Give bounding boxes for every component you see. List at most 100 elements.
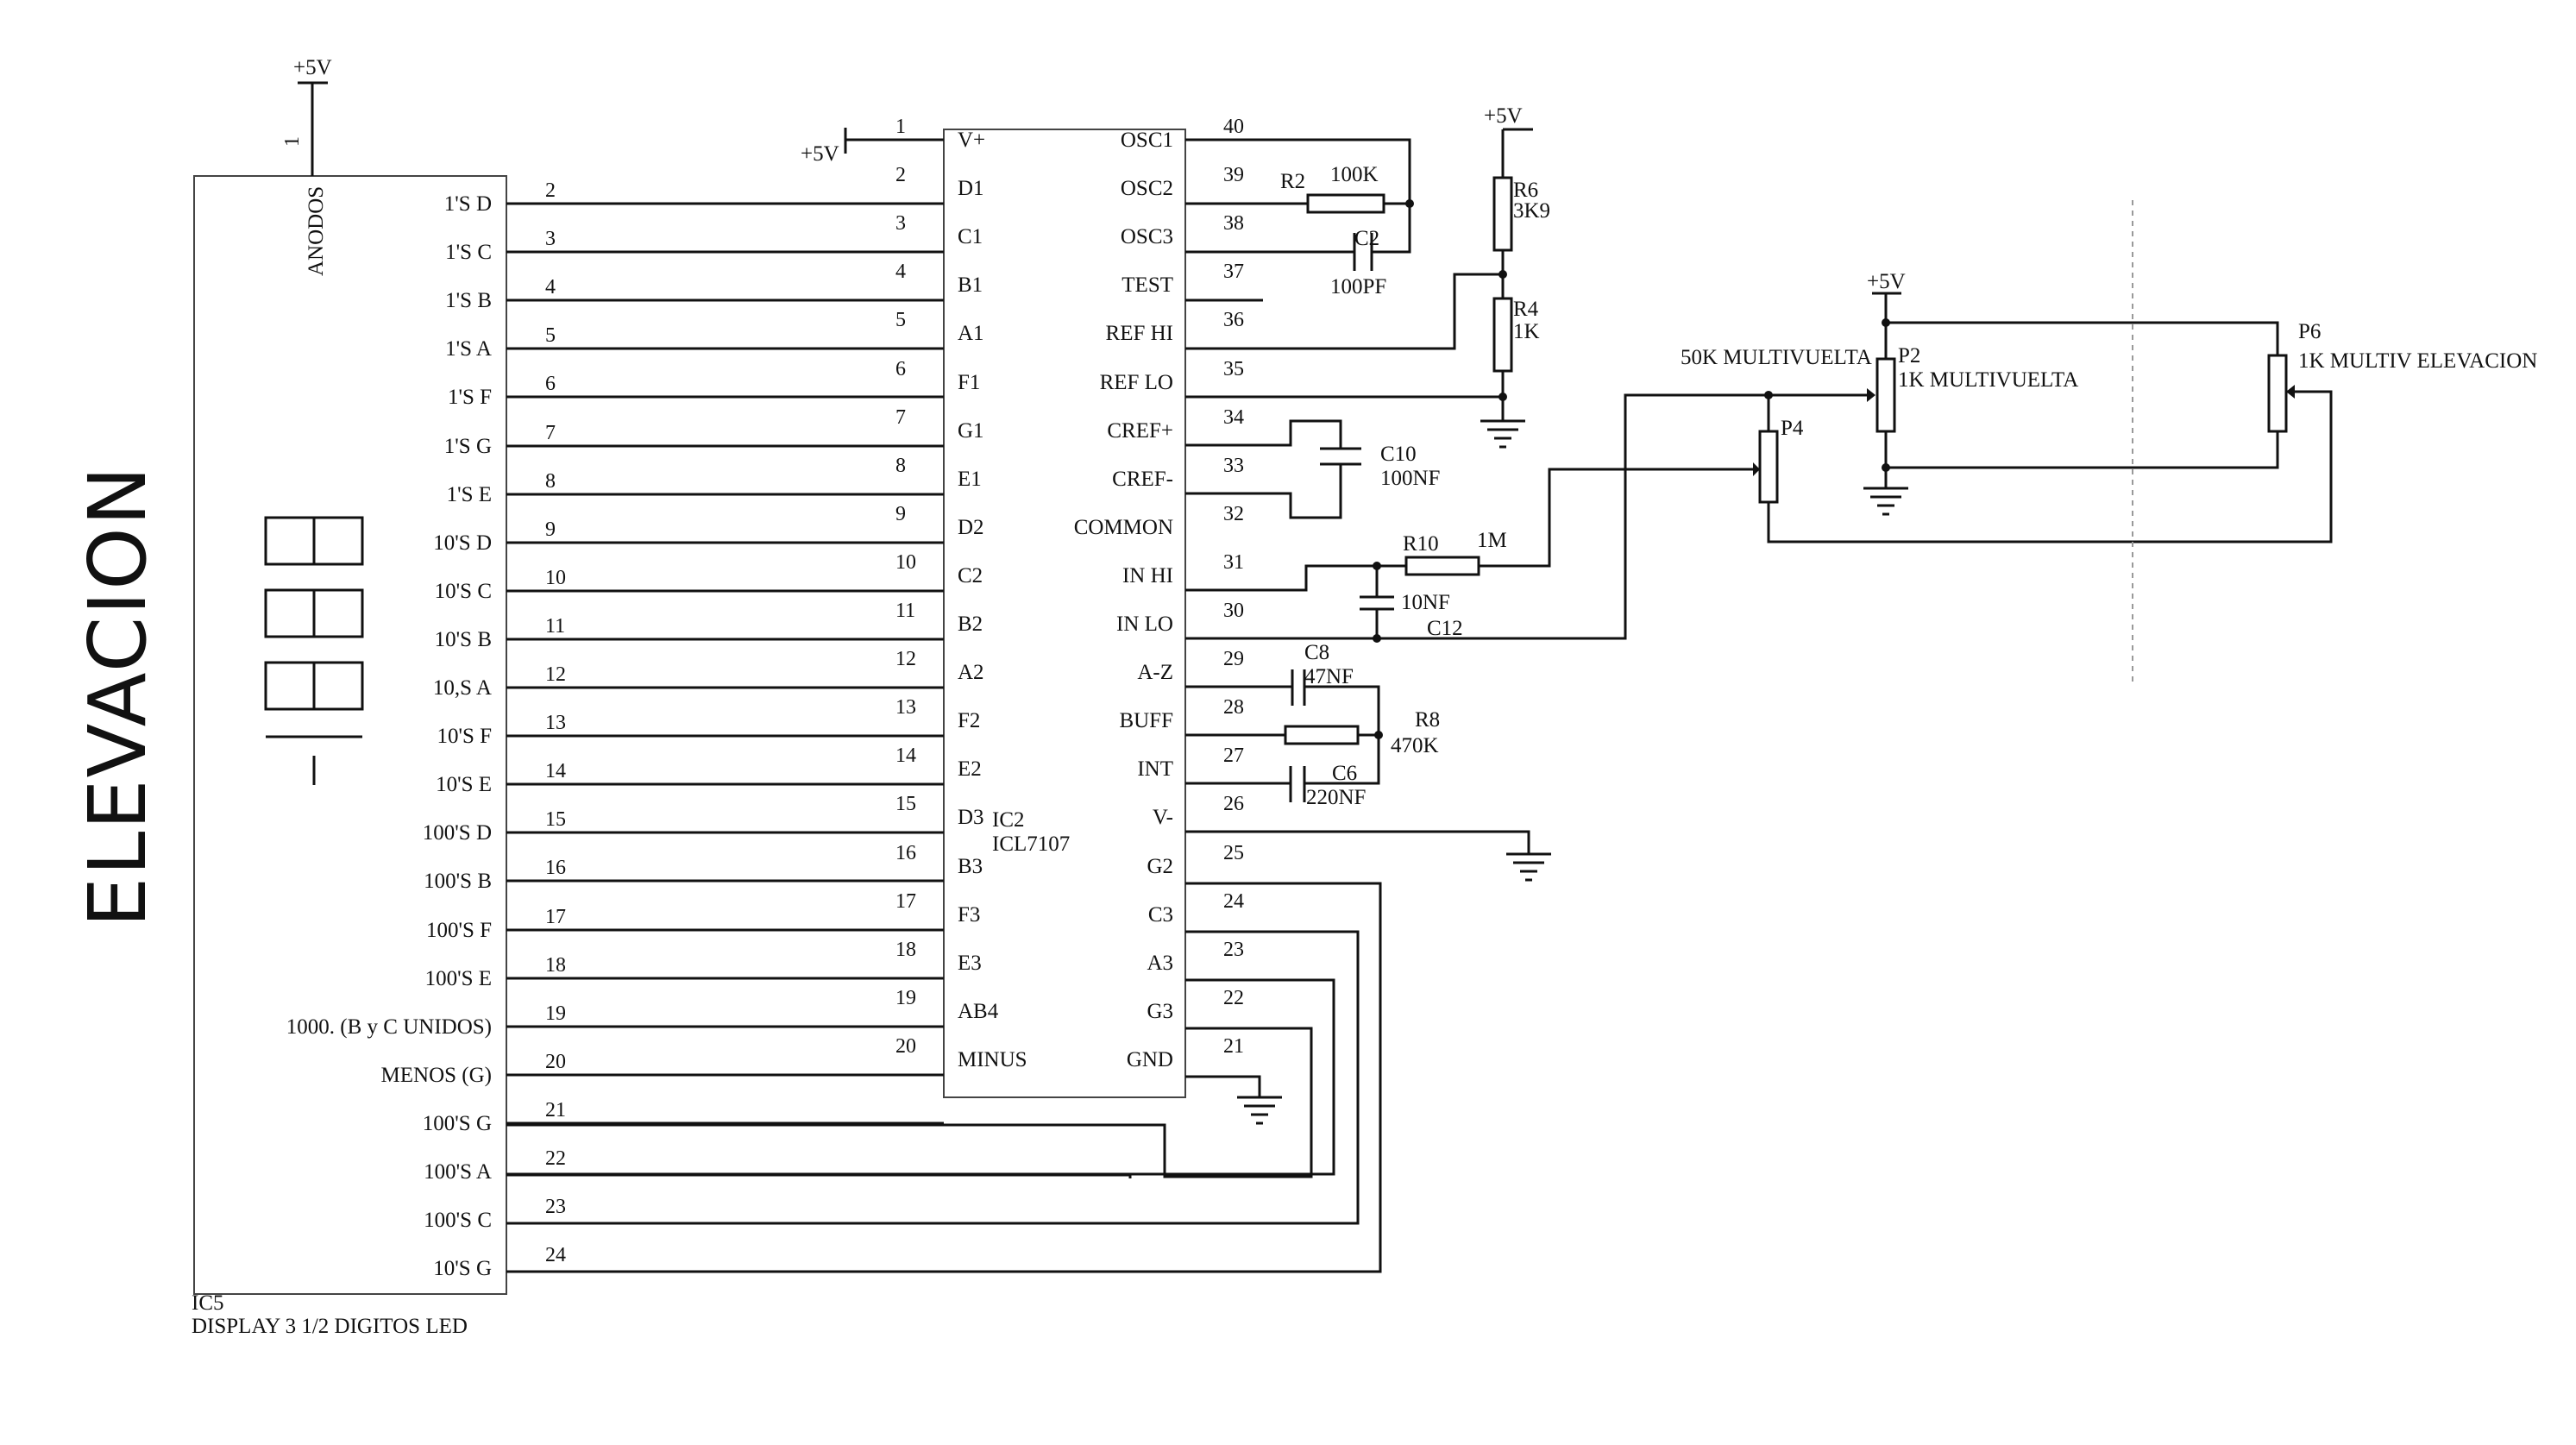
p6-value: 1K MULTIV ELEVACION [2298,349,2537,373]
ic2-right-pin-label: BUFF [1119,709,1173,732]
ic2-left-pin-label: B2 [958,613,983,636]
ic2-left-pin-number: 20 [895,1035,916,1058]
ic5-pin-number: 5 [545,324,556,347]
ic5-pin-number: 7 [545,422,556,444]
ic5-pin-label: 100'S B [424,870,492,893]
r8-value: 470K [1391,734,1439,757]
ic2-right-pin-label: A-Z [1137,661,1173,684]
r6-value: 3K9 [1513,199,1550,223]
ic5-pin-number: 15 [545,808,566,831]
ic2-left-pin-number: 2 [895,164,906,186]
ic2-right-pin-number: 26 [1223,793,1244,815]
r4-ref: R4 [1513,298,1539,321]
c2-value: 100PF [1330,275,1386,298]
ic2-left-pin-number: 6 [895,358,906,380]
ic2-right-pin-label: G2 [1147,855,1173,878]
ic2-right-pin-number: 27 [1223,744,1244,767]
ic5-pin-label: 10'S G [433,1257,492,1280]
ic5-pin-label: 100'S G [423,1112,492,1135]
ic5-ref: IC5 [192,1291,224,1315]
ic2-left-pin-number: 5 [895,309,906,331]
static-wiring: ELEVACION +5V 1 ANODOS IC5 DISPLAY 3 1/2… [72,56,2537,1338]
r2-ref: R2 [1280,170,1305,193]
ic2-left-pin-number: 15 [895,793,916,815]
p2-vcc-label: +5V [1867,270,1906,293]
ic2-left-pin-label: D1 [958,177,984,200]
ic2-right-pin-label: REF LO [1100,371,1173,394]
ic2-body [943,129,1186,1098]
ic2-left-pin-label: V+ [958,129,985,152]
ic2-left-pin-number: 11 [895,600,915,622]
ic5-pin-number: 9 [545,518,556,541]
ic5-pin-label: 100'S E [425,967,492,990]
ic2-left-pin-number: 19 [895,987,916,1009]
ic5-pin-label: 1'S B [445,289,492,312]
r6-vcc-label: +5V [1484,104,1523,128]
ic2-left-pin-number: 18 [895,939,916,961]
ic5-pin-number: 18 [545,954,566,977]
ic2-left-pin-number: 7 [895,406,906,429]
ic2-right-pin-label: V- [1153,806,1173,829]
ic5-pin-label: 10'S C [435,580,492,603]
ic2-left-pin-number: 9 [895,503,906,525]
ic2-right-pin-number: 21 [1223,1035,1244,1058]
ic2-left-pin-label: E3 [958,952,982,975]
p4-ref: P4 [1781,417,1804,440]
ic2-right-pin-label: INT [1137,757,1173,781]
ic2-right-pin-number: 36 [1223,309,1244,331]
ic5-pin-number: 10 [545,567,566,589]
ic5-pin-label: 100'S C [424,1209,492,1232]
ic5-pin-number: 21 [545,1099,566,1121]
ic2-right-pin-label: OSC2 [1121,177,1173,200]
ic2-left-pin-label: B3 [958,855,983,878]
ic5-pin-number: 24 [545,1244,566,1266]
ic5-pin-label: 10,S A [433,676,492,700]
ic2-left-pin-label: C2 [958,564,983,587]
ic2-left-pin-number: 4 [895,261,906,283]
ic5-pin-number: 23 [545,1196,566,1218]
ic2-right-pin-label: G3 [1147,1000,1173,1023]
ic5-pin-label: 100'S A [424,1160,492,1184]
ic2-right-pin-label: C3 [1148,903,1173,927]
ic2-right-pin-label: REF HI [1106,322,1173,345]
ic2-right-pin-label: IN HI [1122,564,1173,587]
c12-ref: C12 [1427,617,1463,640]
p4-value: 50K MULTIVUELTA [1681,346,1872,369]
ic2-left-pin-label: F3 [958,903,980,927]
ic2-left-pin-label: E1 [958,468,982,491]
ic2-name: ICL7107 [992,832,1070,856]
ic2-left-pin-label: MINUS [958,1048,1027,1071]
ic2-left-pin-label: D2 [958,516,984,539]
ic5-name: DISPLAY 3 1/2 DIGITOS LED [192,1315,468,1338]
ic5-pin-number: 20 [545,1051,566,1073]
ic5-pin-label: 1'S G [444,435,492,458]
ic2-left-pin-label: A2 [958,661,984,684]
ic5-pin-label: 10'S F [437,725,492,748]
ic5-pin-number: 17 [545,906,566,928]
ic2-left-pin-label: C1 [958,225,983,248]
ic2-left-pin-label: B1 [958,273,983,297]
schematic-title: ELEVACION [72,465,164,928]
ic2-left-pin-label: G1 [958,419,984,443]
ic5-pin-label: 10'S B [435,628,492,651]
ic5-pin-label: 1'S F [448,386,492,409]
seven-segment-digits-icon [264,516,364,785]
p2-ref: P2 [1898,344,1920,368]
r4-value: 1K [1513,320,1540,343]
ic2-right-pin-label: IN LO [1116,613,1173,636]
ic2-right-pin-number: 29 [1223,648,1244,670]
ic2-left-pin-label: F2 [958,709,980,732]
ic2-left-pin-number: 14 [895,744,916,767]
ic2-right-pin-label: CREF- [1112,468,1173,491]
r8-ref: R8 [1415,708,1440,732]
ic5-pin-label: 1'S D [444,192,492,216]
ic5-pin-label: 1000. (B y C UNIDOS) [286,1015,492,1039]
ic2-right-pin-label: OSC3 [1121,225,1173,248]
ic2-right-pin-label: A3 [1147,952,1173,975]
ic2-right-pin-number: 22 [1223,987,1244,1009]
ic2-right-pin-number: 25 [1223,842,1244,864]
r2-value: 100K [1330,163,1379,186]
r10-ref: R10 [1403,532,1439,556]
ic2-right-pin-number: 30 [1223,600,1244,622]
